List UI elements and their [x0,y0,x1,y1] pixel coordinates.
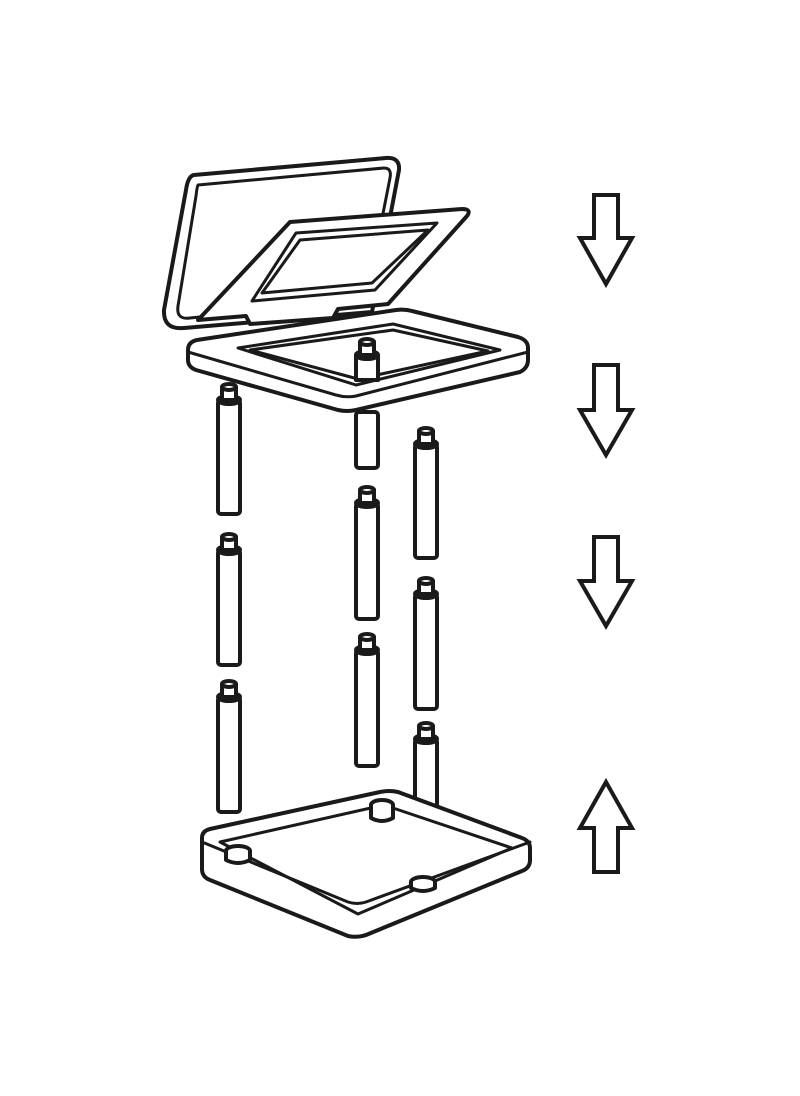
rod [354,410,380,470]
rod [354,485,380,621]
top-tray-peg [354,337,380,382]
rod [216,382,242,516]
rod [354,632,380,768]
base-tray [200,789,532,939]
rod [413,576,439,711]
rod [413,426,439,560]
arrow-down-icon [576,193,636,289]
rod [216,679,242,814]
arrow-up-icon [576,777,636,874]
arrow-down-icon [576,363,636,459]
support-rods [216,382,439,855]
direction-arrows [576,193,636,874]
inner-frame [196,207,471,326]
rod [216,532,242,667]
arrow-down-icon [576,535,636,630]
